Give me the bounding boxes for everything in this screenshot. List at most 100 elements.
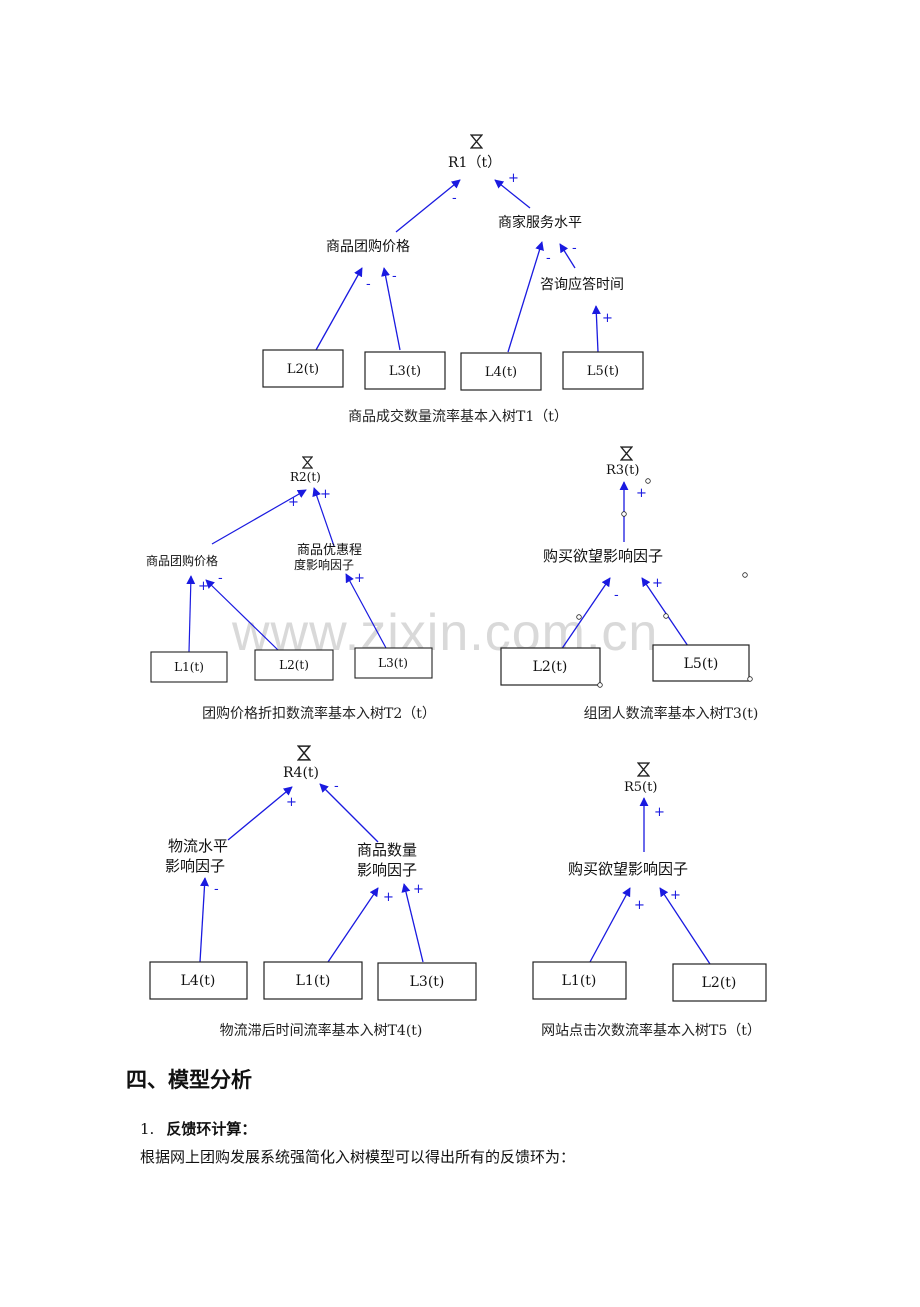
node-label: 商品优惠程 (297, 543, 362, 558)
leaf-box (364, 351, 446, 390)
handle-dot (663, 613, 669, 619)
leaf-label: L5(t) (587, 364, 619, 379)
subsection-heading: 1. 反馈环计算： (140, 1118, 256, 1139)
handle-dot (597, 682, 603, 688)
tree-t3: R3(t) + 购买欲望影响因子 - + L2(t) L5(t) 组团人数流率基… (500, 446, 759, 722)
level-icon (302, 456, 313, 469)
leaf-label: L1(t) (174, 660, 204, 674)
edge-sign: + (602, 311, 613, 326)
leaf-label: L3(t) (378, 656, 408, 670)
leaf-box (652, 644, 750, 682)
leaf-box (562, 351, 644, 390)
handle-dot (645, 478, 651, 484)
node-label: 度影响因子 (294, 557, 354, 572)
root-node: R4(t) (283, 765, 319, 781)
edge (315, 267, 363, 351)
level-icon (297, 745, 311, 761)
edge (494, 179, 531, 209)
edge (589, 887, 631, 963)
leaf-label: L2(t) (287, 362, 319, 377)
leaf-label: L3(t) (389, 364, 421, 379)
figure-caption: 网站点击次数流率基本入树T5（t） (541, 1022, 761, 1039)
leaf-label: L4(t) (485, 365, 517, 380)
edge (205, 579, 279, 651)
node-label: 商品团购价格 (326, 239, 410, 255)
edge-sign: + (354, 571, 365, 586)
node-label: 咨询应答时间 (540, 276, 624, 293)
edge-sign: + (636, 486, 647, 501)
edge (507, 241, 544, 353)
subsection-number: 1. (140, 1120, 155, 1138)
leaf-box (377, 962, 477, 1001)
node-label: 购买欲望影响因子 (543, 547, 663, 565)
figure-caption: 物流滞后时间流率基本入树T4(t) (220, 1022, 423, 1039)
edge (560, 577, 611, 651)
edge (395, 179, 461, 233)
edge-sign: + (286, 795, 297, 810)
leaf-label: L2(t) (533, 659, 568, 675)
figure-caption: 组团人数流率基本入树T3(t) (584, 705, 759, 722)
edge-sign: + (198, 579, 209, 594)
figure-caption: 商品成交数量流率基本入树T1（t） (348, 408, 568, 425)
leaf-box (263, 961, 363, 1000)
edge-sign: - (572, 241, 577, 256)
node-label: 物流水平 (168, 837, 228, 855)
edge-sign: - (334, 779, 339, 794)
edge-sign: - (218, 571, 223, 586)
edge-sign: + (652, 576, 663, 591)
edge (381, 267, 401, 351)
tree-t4: R4(t) + - 物流水平 影响因子 商品数量 影响因子 - + + L4(t… (149, 745, 477, 1039)
handle-dot (747, 676, 753, 682)
edge (312, 487, 335, 547)
leaf-label: L1(t) (296, 973, 331, 989)
edge (591, 305, 601, 353)
figure-caption: 团购价格折扣数流率基本入树T2（t） (202, 705, 436, 722)
edge-sign: - (546, 251, 551, 266)
edge (401, 883, 424, 963)
level-icon (620, 446, 633, 461)
leaf-label: L5(t) (684, 656, 719, 672)
node-label: 影响因子 (165, 857, 225, 875)
edge (186, 575, 196, 653)
handle-dot (576, 614, 582, 620)
node-label: 购买欲望影响因子 (568, 860, 688, 878)
edge (227, 786, 293, 841)
tree-t5: R5(t) + 购买欲望影响因子 + + L1(t) L2(t) 网站点击次数流… (532, 762, 767, 1039)
edge-sign: + (634, 898, 645, 913)
edge-sign: - (392, 269, 397, 284)
edge-sign: + (654, 805, 665, 820)
root-node: R2(t) (290, 470, 321, 484)
level-icon (470, 134, 483, 149)
node-label: 商家服务水平 (498, 214, 582, 231)
edge (559, 243, 576, 269)
edge (199, 877, 210, 963)
edge (319, 783, 379, 843)
leaf-box (460, 352, 542, 391)
leaf-label: L1(t) (562, 973, 597, 989)
subsection-title: 反馈环计算： (166, 1120, 257, 1138)
body-paragraph: 根据网上团购发展系统强简化入树模型可以得出所有的反馈环为： (140, 1148, 576, 1166)
edge-sign: + (383, 890, 394, 905)
edge-sign: + (508, 171, 519, 186)
leaf-label: L4(t) (181, 973, 216, 989)
edge (641, 577, 689, 647)
edge-sign: + (670, 888, 681, 903)
root-node: R3(t) (606, 463, 639, 478)
leaf-box (532, 961, 627, 1000)
leaf-box (254, 649, 334, 681)
edge-sign: + (413, 882, 424, 897)
edge-sign: + (320, 487, 331, 502)
edge-sign: + (288, 495, 299, 510)
leaf-label: L2(t) (702, 975, 737, 991)
root-node: R1（t） (448, 155, 501, 171)
node-label: 商品团购价格 (146, 553, 218, 568)
edge (327, 887, 379, 963)
edge-sign: - (614, 588, 619, 603)
edge (659, 887, 711, 965)
handle-dot (621, 511, 627, 517)
root-node: R5(t) (624, 780, 657, 795)
leaf-label: L3(t) (410, 974, 445, 990)
edge (211, 489, 307, 545)
